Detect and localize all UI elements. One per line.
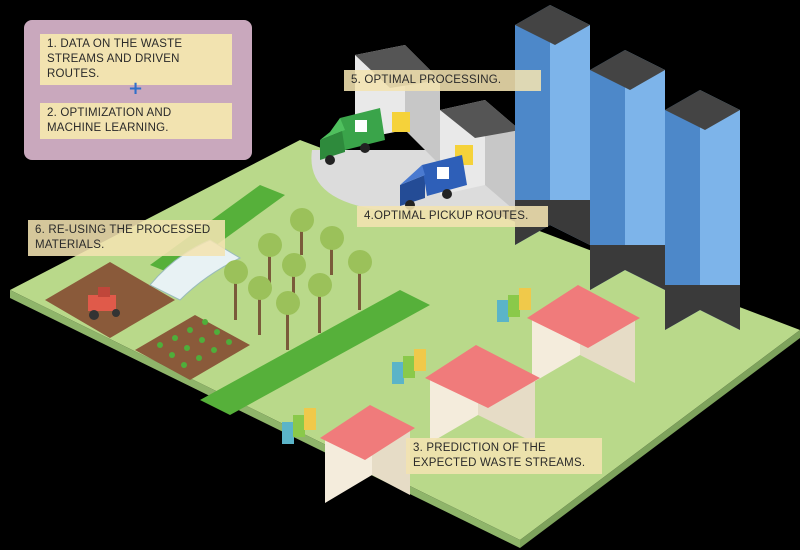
step-1-label: 1. DATA ON THE WASTE STREAMS AND DRIVEN … <box>40 34 232 85</box>
ground-platform-edge-right <box>520 330 800 548</box>
recycling-bins-icon <box>392 349 426 384</box>
step-2-label: 2. OPTIMIZATION AND MACHINE LEARNING. <box>40 103 232 139</box>
recycling-bins-icon <box>282 408 316 444</box>
crop-rows <box>157 319 232 368</box>
crop-field <box>135 315 250 380</box>
house-3 <box>320 405 415 503</box>
house-2 <box>425 345 540 443</box>
skyscraper-icon <box>515 5 590 245</box>
step-3-label: 3. PREDICTION OF THE EXPECTED WASTE STRE… <box>406 438 602 474</box>
house-1 <box>527 285 640 383</box>
plus-sign: + <box>128 78 144 99</box>
green-garbage-truck-icon <box>320 108 385 165</box>
skyscraper-icon <box>590 50 665 290</box>
recycling-bins-icon <box>497 288 531 322</box>
grass-strip-bottom <box>200 290 430 415</box>
step-4-label: 4.OPTIMAL PICKUP ROUTES. <box>357 206 548 227</box>
skyscraper-icon <box>665 90 740 330</box>
step-6-label: 6. RE-USING THE PROCESSED MATERIALS. <box>28 220 225 256</box>
blue-garbage-truck-icon <box>400 155 467 210</box>
tractor-icon <box>88 287 120 320</box>
step-5-label: 5. OPTIMAL PROCESSING. <box>344 70 541 91</box>
tree-icon <box>224 208 372 350</box>
